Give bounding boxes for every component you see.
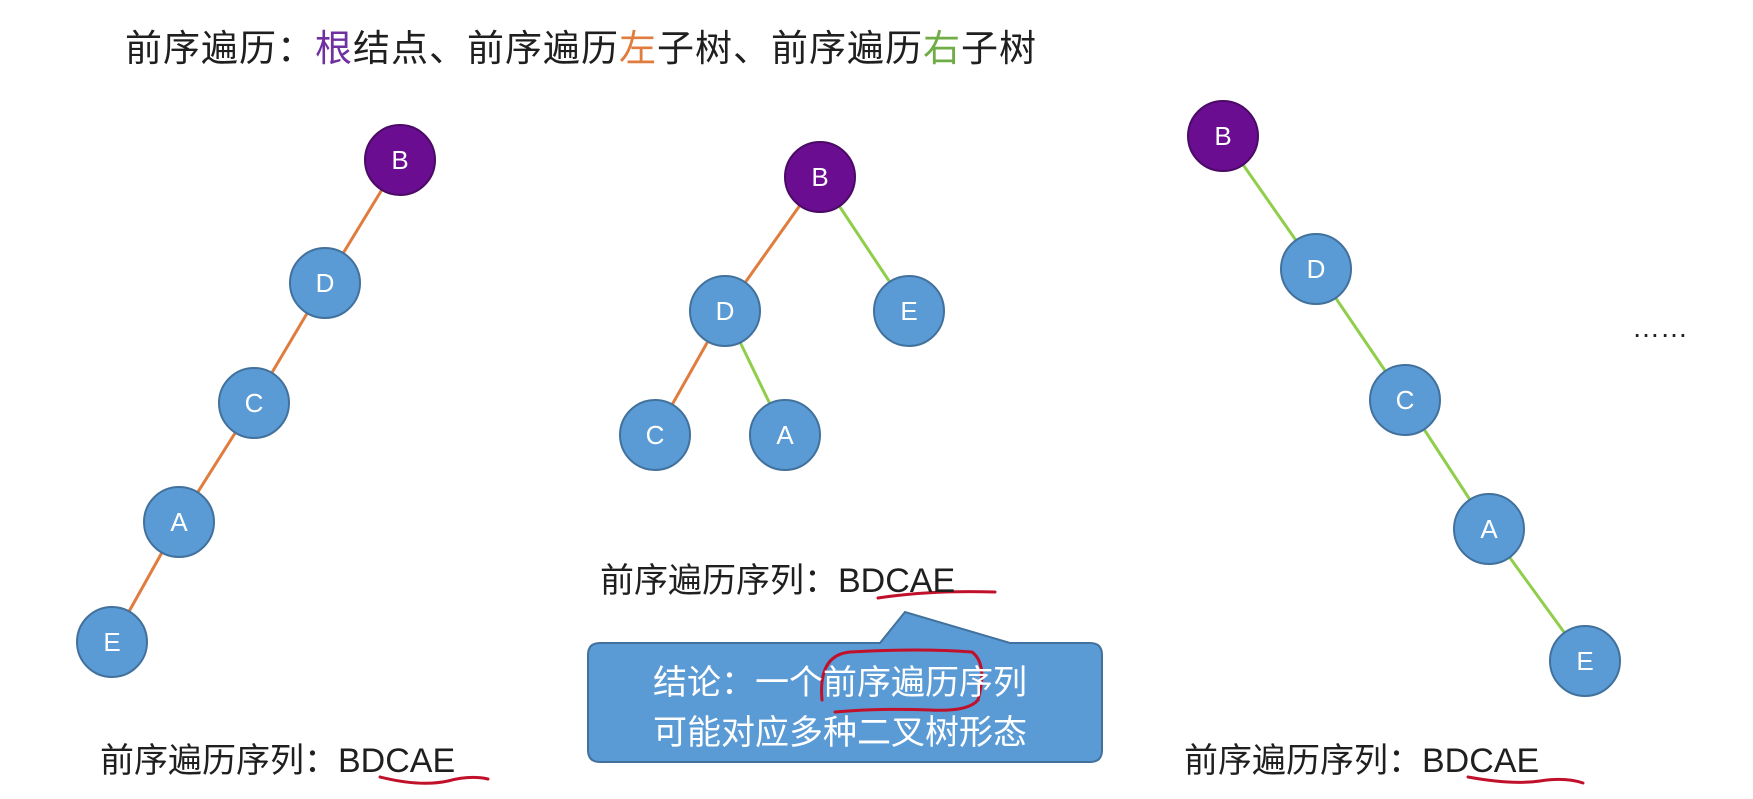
title-part-2: 结点、前序遍历 <box>353 27 619 70</box>
pen-underline-middle <box>876 590 997 600</box>
node-label: B <box>1214 121 1231 151</box>
title-part-4: 子树 <box>961 27 1037 70</box>
more-ellipsis: …… <box>1632 312 1688 343</box>
conclusion-callout-text: 结论：一个前序遍历序列 可能对应多种二叉树形态 <box>590 658 1090 758</box>
tree-3: B D C A E <box>1187 100 1621 697</box>
tree-node-c: C <box>619 399 691 471</box>
pen-circle-emphasis <box>820 648 984 714</box>
tree-node-e: E <box>873 275 945 347</box>
tree-node-a: A <box>749 399 821 471</box>
sequence-label: 前序遍历序列： <box>1184 741 1422 781</box>
tree-1-sequence: 前序遍历序列：BDCAE <box>100 733 455 782</box>
tree-1: B D C A E <box>76 124 436 678</box>
node-label: A <box>776 420 794 450</box>
node-label: C <box>646 420 665 450</box>
title-left-word: 左 <box>619 27 657 70</box>
tree-node-c: C <box>1369 364 1441 436</box>
tree-2: B D E C A <box>619 141 945 471</box>
node-label: C <box>1396 385 1415 415</box>
slide-title: 前序遍历：根结点、前序遍历左子树、前序遍历右子树 <box>125 18 1037 72</box>
pen-underline-right <box>1466 775 1585 785</box>
node-circle <box>873 275 945 347</box>
node-label: C <box>245 388 264 418</box>
tree-node-a: A <box>143 486 215 558</box>
node-circle <box>1453 493 1525 565</box>
node-circle <box>1369 364 1441 436</box>
sequence-value: BDCAE <box>838 562 956 600</box>
node-label: E <box>1576 646 1593 676</box>
node-circle <box>619 399 691 471</box>
root-node-circle <box>784 141 856 213</box>
node-circle <box>1549 625 1621 697</box>
node-label: D <box>1307 254 1326 284</box>
sequence-label: 前序遍历序列： <box>600 561 838 601</box>
node-circle <box>143 486 215 558</box>
tree-node-b: B <box>364 124 436 196</box>
title-part-1: 前序遍历： <box>125 27 315 70</box>
root-node-circle <box>364 124 436 196</box>
node-label: B <box>391 145 408 175</box>
conclusion-callout-bubble <box>587 610 1103 763</box>
tree-node-d: D <box>1280 233 1352 305</box>
tree-node-e: E <box>1549 625 1621 697</box>
conclusion-line-2: 可能对应多种二叉树形态 <box>653 713 1027 753</box>
tree-3-sequence: 前序遍历序列：BDCAE <box>1184 733 1539 782</box>
node-label: B <box>811 162 828 192</box>
node-circle <box>1280 233 1352 305</box>
tree-node-d: D <box>689 275 761 347</box>
tree-2-sequence: 前序遍历序列：BDCAE <box>600 553 955 602</box>
node-label: E <box>900 296 917 326</box>
title-part-3: 子树、前序遍历 <box>657 27 923 70</box>
node-label: D <box>716 296 735 326</box>
tree-node-b: B <box>784 141 856 213</box>
node-circle <box>289 247 361 319</box>
tree-node-b: B <box>1187 100 1259 172</box>
node-label: A <box>170 507 188 537</box>
node-label: E <box>103 627 120 657</box>
tree-node-c: C <box>218 367 290 439</box>
node-label: D <box>316 268 335 298</box>
sequence-label: 前序遍历序列： <box>100 741 338 781</box>
sequence-value: BDCAE <box>1422 742 1540 780</box>
title-root-word: 根 <box>315 27 353 70</box>
tree-node-a: A <box>1453 493 1525 565</box>
node-circle <box>218 367 290 439</box>
node-circle <box>76 606 148 678</box>
conclusion-line-1: 结论：一个前序遍历序列 <box>653 663 1027 703</box>
root-node-circle <box>1187 100 1259 172</box>
pen-underline-left <box>378 775 490 785</box>
sequence-value: BDCAE <box>338 742 456 780</box>
tree-node-e: E <box>76 606 148 678</box>
tree-node-d: D <box>289 247 361 319</box>
node-label: A <box>1480 514 1498 544</box>
title-right-word: 右 <box>923 27 961 70</box>
node-circle <box>689 275 761 347</box>
node-circle <box>749 399 821 471</box>
